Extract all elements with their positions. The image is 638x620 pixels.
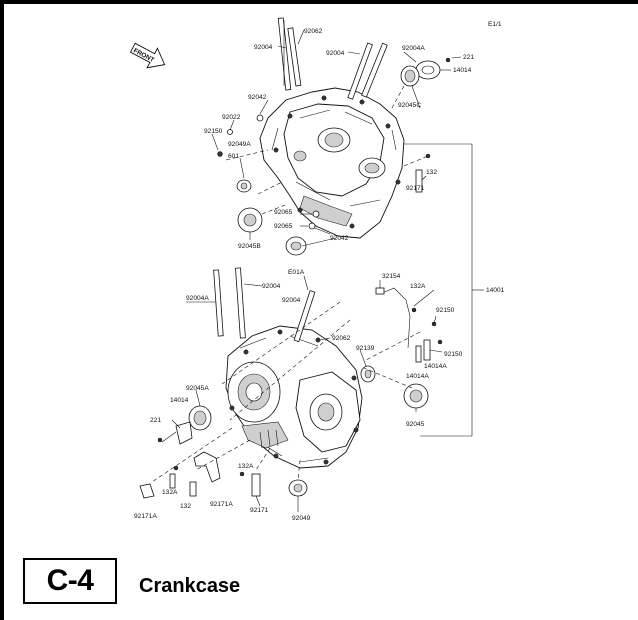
bearing-92045C — [400, 65, 420, 87]
screw-221-lower — [157, 437, 163, 443]
label-92004-mid: 92004 — [326, 50, 345, 57]
bolt-92042 — [256, 114, 264, 122]
section-code-box: C-4 — [23, 558, 117, 604]
label-132: 132 — [426, 169, 437, 176]
dowel-92065 — [312, 210, 320, 218]
label-92045A: 92045A — [186, 385, 209, 392]
label-132A-right: 132A — [410, 283, 426, 290]
bracket-14014A — [423, 339, 431, 361]
label-92045: 92045 — [406, 421, 425, 428]
part-labels: E1/1 92004 92062 92004 92004A 221 14014 … — [134, 21, 505, 522]
bearing-92045 — [403, 383, 429, 409]
section-code: C-4 — [46, 564, 94, 597]
plug-92022 — [227, 129, 233, 135]
label-92171: 92171 — [406, 185, 425, 192]
bearing-92139 — [360, 365, 376, 383]
label-92045B: 92045B — [238, 243, 261, 250]
label-92004A-left: 92004A — [186, 295, 209, 302]
oil-seal-14014 — [415, 60, 441, 80]
label-601: 601 — [228, 153, 239, 160]
bolt-92150 — [217, 151, 223, 157]
bracket-132 — [415, 169, 423, 193]
label-bottom-left: 92171A — [134, 513, 157, 520]
label-92022: 92022 — [222, 114, 241, 121]
label-14014-left: 14014 — [170, 397, 189, 404]
label-92150: 92150 — [204, 128, 223, 135]
label-92171-bottom: 92171 — [250, 507, 269, 514]
frame-top-border — [0, 0, 638, 4]
label-14014A: 14014A — [424, 363, 447, 370]
label-92065-a: 92065 — [274, 209, 293, 216]
breather-hose-32154 — [379, 287, 411, 349]
lower-crankcase-half — [225, 325, 363, 469]
upper-crankcase-half — [259, 87, 405, 239]
clamp-left — [139, 483, 155, 499]
label-92004-left: 92004 — [262, 283, 281, 290]
label-32154: 32154 — [382, 273, 401, 280]
stud-bolts-upper — [277, 17, 388, 100]
label-92004A: 92004A — [402, 45, 425, 52]
oil-seal-92049 — [288, 479, 308, 497]
label-92045C: 92045C — [398, 102, 421, 109]
label-E01A: E01A — [288, 269, 305, 276]
label-92004-mid2: 92004 — [282, 297, 301, 304]
dowel-92065-b — [308, 222, 316, 230]
label-221-left: 221 — [150, 417, 161, 424]
label-92171A: 92171A — [210, 501, 233, 508]
label-221: 221 — [463, 54, 474, 61]
bearing-92045A — [188, 405, 212, 431]
bolt-92171 — [425, 153, 431, 159]
label-132-bottom: 132 — [180, 503, 191, 510]
label-14014A-b: 14014A — [406, 373, 429, 380]
leader-lines — [151, 29, 484, 512]
label-92042-a: 92042 — [248, 94, 267, 101]
label-92049A: 92049A — [228, 141, 251, 148]
label-14001: 14001 — [486, 287, 505, 294]
screw-221 — [445, 57, 451, 63]
label-92004: 92004 — [254, 44, 273, 51]
label-92065-b: 92065 — [274, 223, 293, 230]
oil-seal-92049A — [236, 179, 252, 193]
bearing-92042-upper — [285, 236, 307, 256]
label-92049: 92049 — [292, 515, 311, 522]
label-132A-bottom: 132A — [238, 463, 254, 470]
label-132A-left: 132A — [162, 489, 178, 496]
label-92042-b: 92042 — [330, 235, 349, 242]
bearing-92045B — [237, 207, 263, 233]
label-14014: 14014 — [453, 67, 472, 74]
section-title: Crankcase — [139, 575, 241, 597]
label-92139: 92139 — [356, 345, 375, 352]
label-92062-mid: 92062 — [332, 335, 351, 342]
label-92150-right: 92150 — [436, 307, 455, 314]
figure-id: E1/1 — [488, 21, 502, 28]
label-92062-top: 92062 — [304, 28, 323, 35]
clamp-92171A — [193, 451, 221, 483]
front-arrow-icon: FRONT — [129, 42, 166, 69]
stud-bolts-lower — [213, 267, 316, 343]
label-92150-right2: 92150 — [444, 351, 463, 358]
frame-left-border — [0, 0, 4, 620]
plate-14014 — [175, 421, 193, 445]
